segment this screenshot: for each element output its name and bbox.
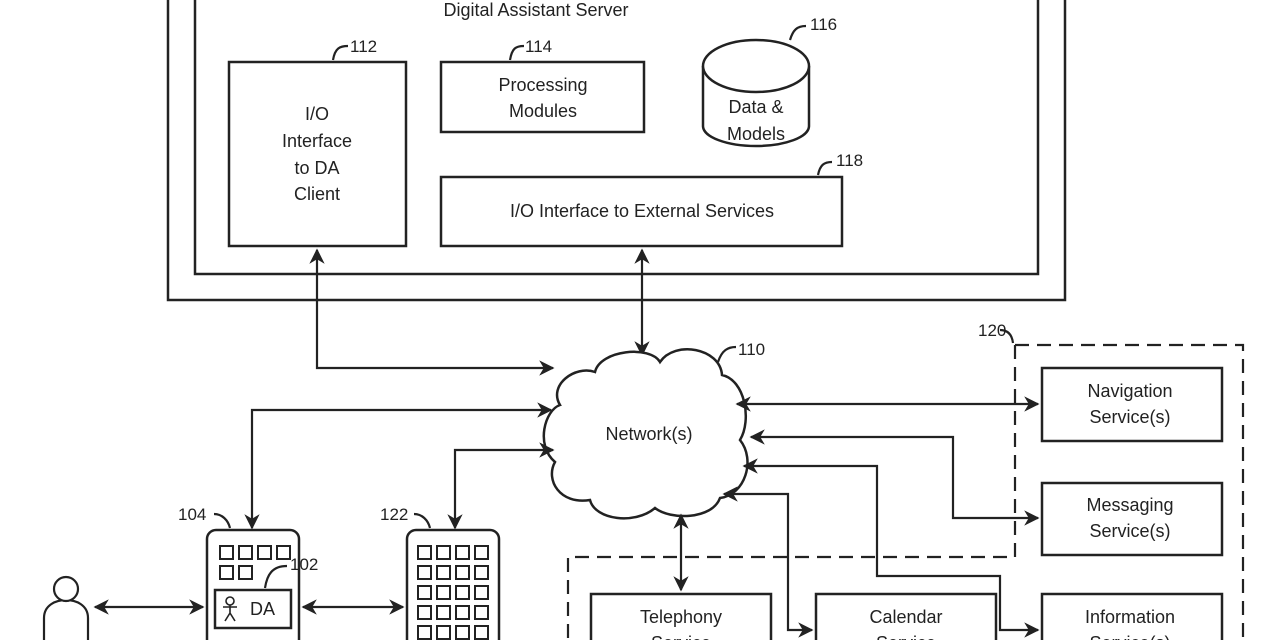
messaging-service-box xyxy=(1040,481,1224,557)
ref-leader-104 xyxy=(213,512,232,529)
io-client-line-3: to DA xyxy=(294,158,339,178)
ref-leader-122 xyxy=(413,512,432,529)
telephony-line-2: Service xyxy=(651,633,711,640)
data-models-line-2: Models xyxy=(727,124,785,144)
arrow-network-user-device xyxy=(244,402,553,530)
ref-leader-114 xyxy=(508,44,525,61)
arrow-network-calendar xyxy=(722,486,814,638)
ref-leader-118 xyxy=(816,160,833,176)
ref-114: 114 xyxy=(525,37,552,56)
processing-modules-box xyxy=(439,60,646,134)
da-person-icon xyxy=(223,596,237,622)
ref-118: 118 xyxy=(836,151,863,170)
second-device-app-grid xyxy=(417,545,489,640)
user-device-app-grid xyxy=(219,545,291,580)
data-models-line-1: Data & xyxy=(728,97,783,117)
io-client-line-4: Client xyxy=(294,184,340,204)
ref-116: 116 xyxy=(810,15,837,34)
server-title: Digital Assistant Server xyxy=(443,0,628,20)
da-client-panel xyxy=(213,588,293,630)
ref-122: 122 xyxy=(380,505,408,524)
io-client-line-2: Interface xyxy=(282,131,352,151)
ref-leader-110 xyxy=(716,345,737,363)
arrow-network-second-device xyxy=(447,442,555,530)
messaging-line-1: Messaging xyxy=(1086,495,1173,515)
ref-leader-112 xyxy=(331,44,349,61)
information-line-1: Information xyxy=(1085,607,1175,627)
network-label: Network(s) xyxy=(605,424,692,444)
ref-leader-116 xyxy=(788,24,807,41)
processing-line-2: Modules xyxy=(509,101,577,121)
navigation-service-box xyxy=(1040,366,1224,443)
io-client-box xyxy=(227,60,408,248)
ref-104: 104 xyxy=(178,505,206,524)
navigation-line-1: Navigation xyxy=(1087,381,1172,401)
ref-leader-120 xyxy=(999,328,1015,344)
calendar-line-1: Calendar xyxy=(869,607,942,627)
external-services-boundary xyxy=(1015,343,1245,640)
calendar-line-2: Service xyxy=(876,633,936,640)
navigation-line-2: Service(s) xyxy=(1089,407,1170,427)
arrow-io-client-network xyxy=(309,248,555,376)
data-models-cylinder xyxy=(701,38,811,148)
information-service-box xyxy=(1040,592,1224,640)
ref-110: 110 xyxy=(738,340,765,359)
io-external-label: I/O Interface to External Services xyxy=(510,201,774,221)
arrow-network-information xyxy=(742,458,1040,638)
da-label: DA xyxy=(250,599,275,619)
telephony-line-1: Telephony xyxy=(640,607,722,627)
ref-leader-102 xyxy=(263,564,288,589)
processing-line-1: Processing xyxy=(498,75,587,95)
ref-102: 102 xyxy=(290,555,318,574)
information-line-2: Service(s) xyxy=(1089,633,1170,640)
arrow-network-messaging xyxy=(749,429,1040,526)
messaging-line-2: Service(s) xyxy=(1089,521,1170,541)
ref-120: 120 xyxy=(978,321,1006,340)
io-external-box xyxy=(439,175,844,248)
io-client-line-1: I/O xyxy=(305,104,329,124)
ref-112: 112 xyxy=(350,37,377,56)
user-person-icon xyxy=(42,575,90,640)
